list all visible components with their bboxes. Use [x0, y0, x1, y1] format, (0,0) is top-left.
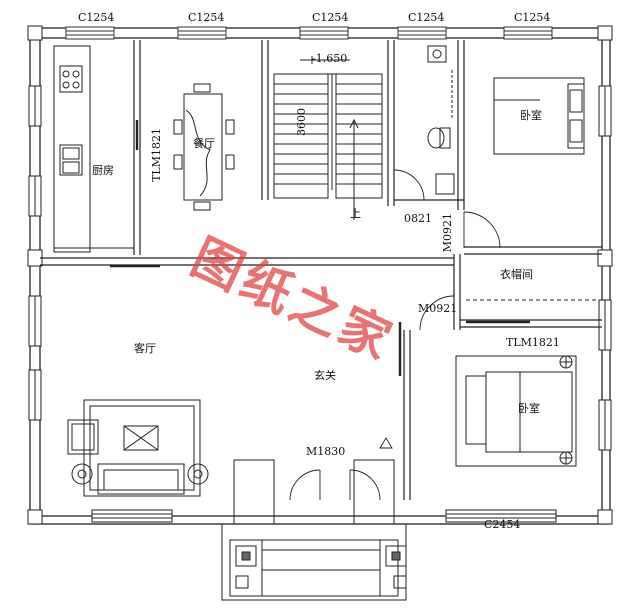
room-label-closet: 衣帽间 — [500, 268, 533, 281]
staircase — [273, 56, 383, 220]
window-label: C1254 — [514, 11, 551, 24]
room-label-bedroom-ne: 卧室 — [520, 109, 542, 122]
kitchen-counter — [53, 45, 134, 253]
bathroom-fixtures — [427, 45, 455, 195]
door-label-closet: M0921 — [418, 302, 458, 315]
door-label-dining-slide: TLM1821 — [150, 128, 163, 182]
bottom-window — [91, 509, 557, 523]
dining-table — [173, 83, 235, 211]
window-label: C1254 — [312, 11, 349, 24]
stair-dimension-label: 3600 — [295, 108, 308, 136]
top-windows — [65, 26, 553, 40]
room-label-bedroom-se: 卧室 — [518, 402, 540, 415]
door-label-bedroom-ne: M0921 — [441, 213, 454, 253]
door-label-entrance: M1830 — [306, 445, 346, 458]
room-label-dining: 餐厅 — [193, 137, 215, 150]
sofa-set — [67, 399, 209, 497]
stair-up-label: 上 — [350, 207, 361, 220]
interior-walls — [40, 40, 602, 500]
window-label: C1254 — [188, 11, 225, 24]
door-label-bedroom-se-slide: TLM1821 — [506, 336, 560, 349]
bed-se — [455, 355, 577, 467]
room-label-living: 客厅 — [134, 342, 156, 355]
window-label: C1254 — [408, 11, 445, 24]
stair-level-label: -1.650 — [312, 52, 348, 65]
sliding-doors — [110, 120, 530, 376]
side-windows — [28, 85, 612, 451]
bed-ne — [493, 77, 585, 155]
room-label-foyer: 玄关 — [314, 369, 336, 382]
window-label-bottom: C2454 — [484, 518, 521, 531]
room-label-kitchen: 厨房 — [92, 164, 114, 177]
swing-doors — [289, 169, 501, 501]
window-label: C1254 — [78, 11, 115, 24]
door-label-bath: 0821 — [404, 212, 432, 225]
entrance-porch — [221, 459, 407, 601]
